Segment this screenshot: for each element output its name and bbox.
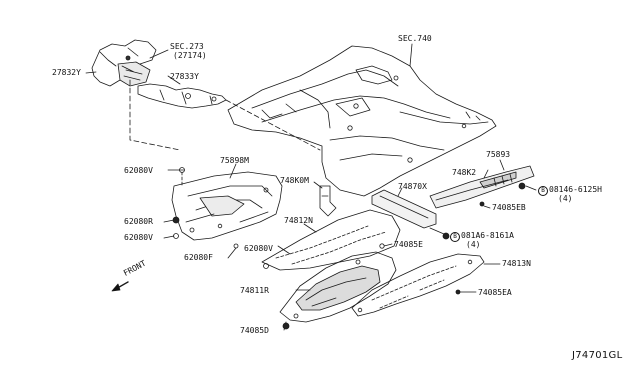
fastener-62080v-b xyxy=(173,233,179,239)
bolt-b-icon: B xyxy=(450,232,460,242)
label-748k2: 748K2 xyxy=(452,168,477,177)
label-75893: 75893 xyxy=(486,150,511,159)
label-62080r: 62080R xyxy=(124,217,153,226)
label-sec273-sub: (27174) xyxy=(173,51,207,60)
plate-74870x xyxy=(371,189,437,229)
label-74813n: 74813N xyxy=(502,259,531,268)
label-74085ea: 74085EA xyxy=(478,288,512,297)
label-75898m: 75898M xyxy=(220,156,249,165)
label-62080v-c: 62080V xyxy=(244,244,273,253)
dashed-guide-1 xyxy=(129,79,181,151)
fastener-74085ea xyxy=(455,289,461,295)
label-748k0m: 748K0M xyxy=(280,176,309,185)
front-direction-arrow xyxy=(111,281,129,292)
label-sec273: SEC.273 xyxy=(170,42,204,51)
label-27833y: 27833Y xyxy=(170,72,199,81)
leader-74812n xyxy=(303,223,317,233)
bolt-b-icon: B xyxy=(538,186,548,196)
fastener-74085d xyxy=(282,322,290,330)
label-bolt-081a6-code: 081A6-8161A xyxy=(461,231,514,240)
frame-cover-74811r xyxy=(279,251,397,323)
floor-panel-sec740 xyxy=(227,45,497,197)
leader-75893 xyxy=(499,159,505,171)
leader-62080v-c xyxy=(277,245,291,255)
dashed-guide-2 xyxy=(225,99,321,151)
leader-62080r xyxy=(163,219,175,223)
leader-27833y xyxy=(167,75,181,85)
diagram-code: J74701GL xyxy=(572,350,623,361)
leader-sec273 xyxy=(149,49,169,59)
label-sec273-main: SEC.273 xyxy=(170,42,204,51)
label-74085d: 74085D xyxy=(240,326,269,335)
label-27832y: 27832Y xyxy=(52,68,81,77)
fastener-62080v-c xyxy=(263,263,269,269)
label-74085eb: 74085EB xyxy=(492,203,526,212)
label-62080f: 62080F xyxy=(184,253,213,262)
label-62080v-a: 62080V xyxy=(124,166,153,175)
leader-748k2 xyxy=(483,169,489,179)
under-cover-75898m xyxy=(171,171,283,241)
leader-62080f xyxy=(227,247,237,259)
bracket-27832y xyxy=(91,39,157,87)
fastener-08146 xyxy=(518,182,526,190)
label-bolt-08146-code: 08146-6125H xyxy=(549,185,602,194)
label-74085e: 74085E xyxy=(394,240,423,249)
label-74870x: 74870X xyxy=(398,182,427,191)
fastener-74085e xyxy=(379,243,385,249)
bracket-748k0m xyxy=(319,185,337,217)
leader-62080v-b xyxy=(163,235,175,239)
leader-75898m xyxy=(229,163,237,179)
label-sec740: SEC.740 xyxy=(398,34,432,43)
leader-27832y xyxy=(85,71,97,74)
fastener-081a6 xyxy=(442,232,450,240)
label-74812n: 74812N xyxy=(284,216,313,225)
insulator-74812n xyxy=(261,209,401,271)
panel-27833y xyxy=(137,83,227,109)
label-bolt-08146-qty: (4) xyxy=(558,194,573,203)
label-74811r: 74811R xyxy=(240,286,269,295)
sill-cover-75893 xyxy=(429,165,535,209)
fastener-62080f xyxy=(233,243,239,249)
leader-sec740 xyxy=(409,43,413,67)
fastener-62080r xyxy=(172,216,180,224)
leader-74870x xyxy=(397,187,403,197)
leader-748k0m xyxy=(313,181,323,189)
label-bolt-081a6-qty: (4) xyxy=(466,240,481,249)
under-cover-74813n xyxy=(351,253,485,317)
label-62080v-b: 62080V xyxy=(124,233,153,242)
fastener-74085eb xyxy=(479,201,485,207)
